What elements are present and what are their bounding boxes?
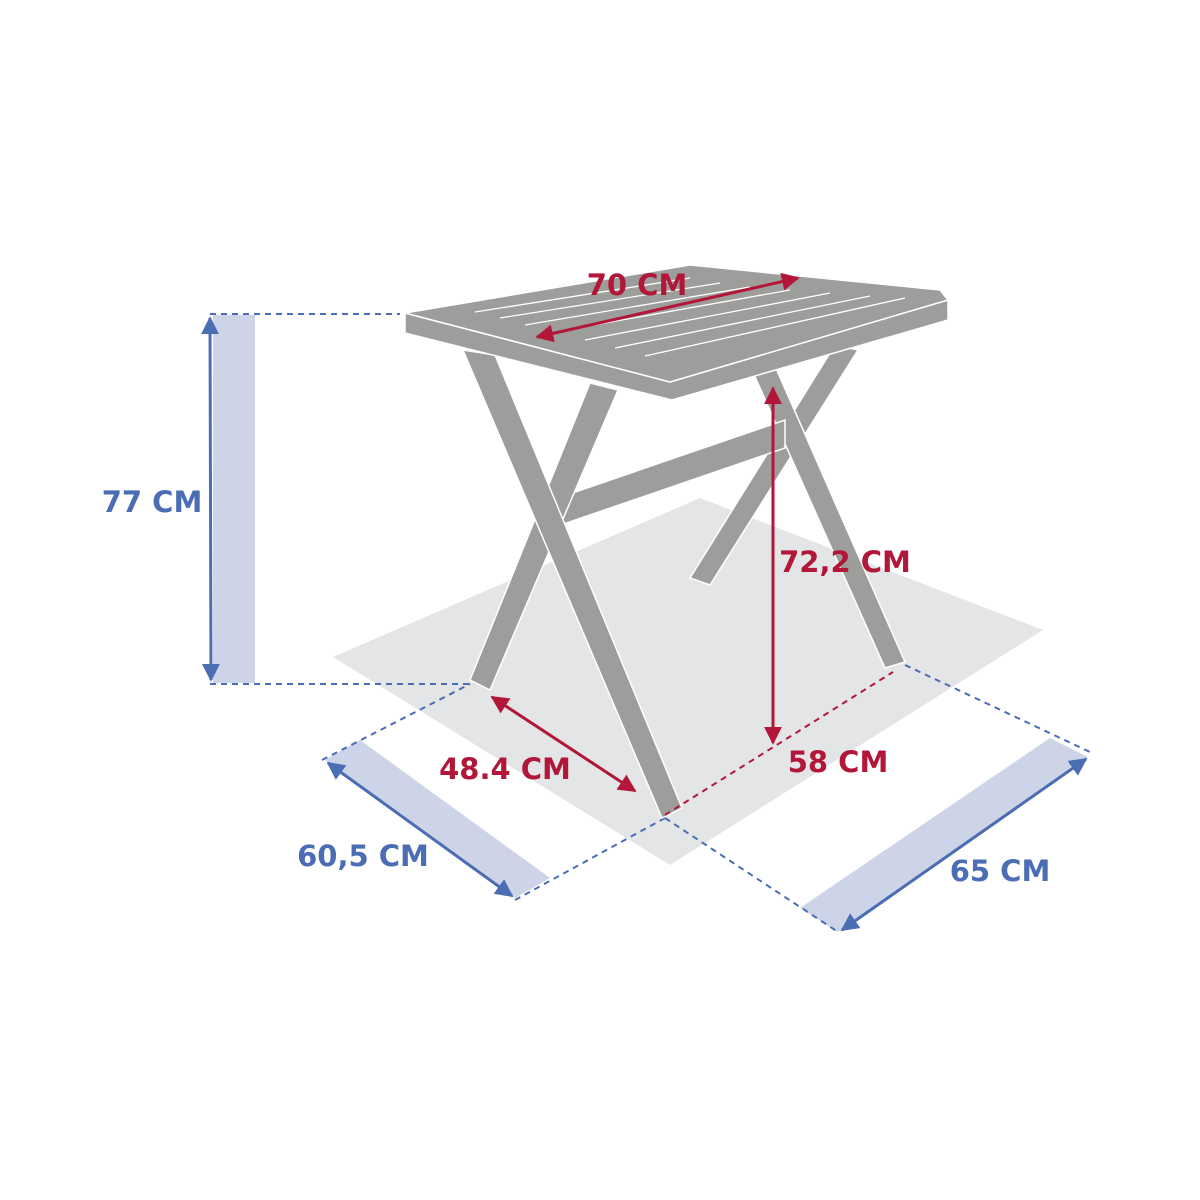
red-dimension-lines — [490, 272, 894, 816]
height-total-label: 77 CM — [102, 485, 203, 519]
blue-guide-lines — [210, 313, 1091, 933]
footprint-depth-label: 60,5 CM — [297, 839, 429, 873]
height-band — [213, 315, 255, 683]
leg-span-front-label: 48.4 CM — [439, 752, 571, 786]
footprint-width-label: 65 CM — [950, 854, 1051, 888]
height-under-top-label: 72,2 CM — [779, 545, 911, 579]
blue-dimension-lines — [201, 316, 1088, 932]
top-width-label: 70 CM — [587, 268, 688, 302]
leg-span-side-label: 58 CM — [788, 745, 889, 779]
